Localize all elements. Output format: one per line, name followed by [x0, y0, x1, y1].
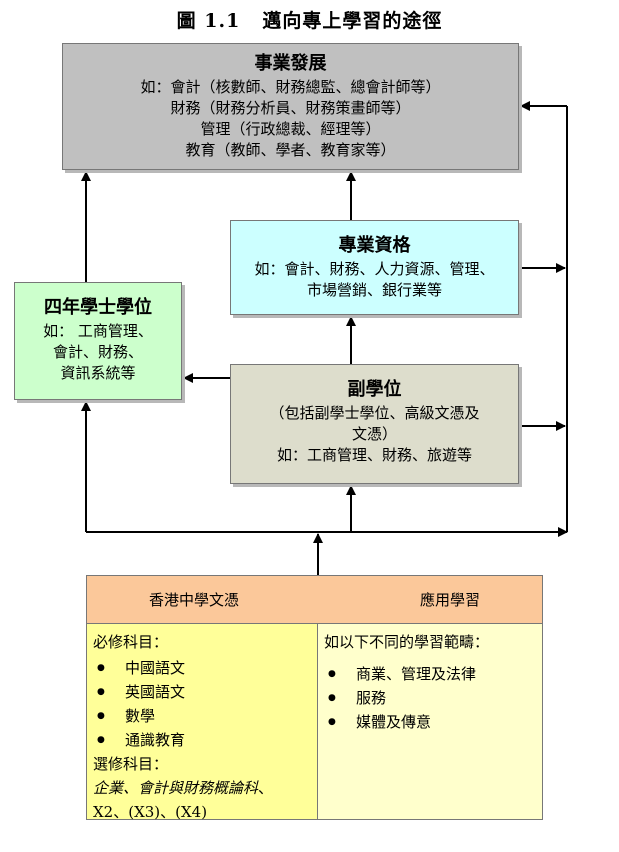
core-subjects-label: 必修科目： [93, 633, 169, 651]
list-item: 服務 [324, 686, 536, 710]
professional-title: 專業資格 [338, 235, 411, 256]
elective-separator: 、 [258, 779, 274, 797]
professional-qualification-box: 專業資格 如：會計、財務、人力資源、管理、 市場營銷、銀行業等 [230, 220, 519, 315]
applied-learning-panel: 如以下不同的學習範疇： 商業、管理及法律 服務 媒體及傳意 [318, 624, 542, 819]
associate-title: 副學位 [347, 379, 402, 400]
degree-line: 如： 工商管理、 [43, 322, 153, 340]
list-item: 數學 [93, 704, 311, 728]
hkdse-label: 香港中學文憑 [149, 591, 240, 609]
elective-others: X2、(X3)、(X4) [93, 803, 208, 821]
elective-subject-bafs: 企業、會計與財務概論科 [93, 779, 259, 797]
associate-line: （包括副學士學位、高級文憑及 [269, 404, 480, 422]
elective-subjects-label: 選修科目： [93, 755, 169, 773]
career-line: 如：會計（核數師、財務總監、總會計師等） [140, 78, 441, 96]
figure-title: 圖 1.1 邁向專上學習的途徑 [0, 6, 619, 33]
career-title: 事業發展 [254, 53, 327, 74]
hkdse-header: 香港中學文憑 應用學習 [87, 576, 542, 624]
hkdse-box: 香港中學文憑 應用學習 必修科目： 中國語文 英國語文 數學 通識教育 選修科目… [86, 575, 543, 821]
applied-learning-areas-label: 如以下不同的學習範疇： [324, 633, 490, 651]
degree-title: 四年學士學位 [44, 297, 152, 318]
list-item: 英國語文 [93, 680, 311, 704]
list-item: 中國語文 [93, 656, 311, 680]
list-item: 通識教育 [93, 728, 311, 752]
career-line: 管理（行政總裁、經理等） [200, 120, 381, 138]
associate-line: 如：工商管理、財務、旅遊等 [276, 446, 472, 464]
professional-line: 市場營銷、銀行業等 [306, 281, 442, 299]
career-development-box: 事業發展 如：會計（核數師、財務總監、總會計師等） 財務（財務分析員、財務策畫師… [62, 43, 519, 170]
applied-learning-label: 應用學習 [420, 591, 481, 609]
sub-degree-box: 副學位 （包括副學士學位、高級文憑及 文憑） 如：工商管理、財務、旅遊等 [230, 364, 519, 484]
list-item: 媒體及傳意 [324, 710, 536, 734]
bachelor-degree-box: 四年學士學位 如： 工商管理、 會計、財務、 資訊系統等 [14, 282, 182, 400]
core-subjects-list: 中國語文 英國語文 數學 通識教育 [93, 656, 311, 752]
figure-number: 圖 1.1 [176, 10, 241, 32]
career-line: 教育（教師、學者、教育家等） [185, 141, 396, 159]
list-item: 商業、管理及法律 [324, 662, 536, 686]
elective-subjects: 企業、會計與財務概論科、 [93, 776, 311, 800]
degree-line: 資訊系統等 [60, 364, 136, 382]
figure-title-text: 邁向專上學習的途徑 [262, 10, 443, 32]
applied-learning-list: 商業、管理及法律 服務 媒體及傳意 [324, 662, 536, 734]
degree-line: 會計、財務、 [52, 343, 143, 361]
hkdse-subjects-panel: 必修科目： 中國語文 英國語文 數學 通識教育 選修科目： 企業、會計與財務概論… [87, 624, 318, 821]
professional-line: 如：會計、財務、人力資源、管理、 [254, 260, 495, 278]
career-line: 財務（財務分析員、財務策畫師等） [170, 99, 411, 117]
associate-line: 文憑） [351, 425, 397, 443]
